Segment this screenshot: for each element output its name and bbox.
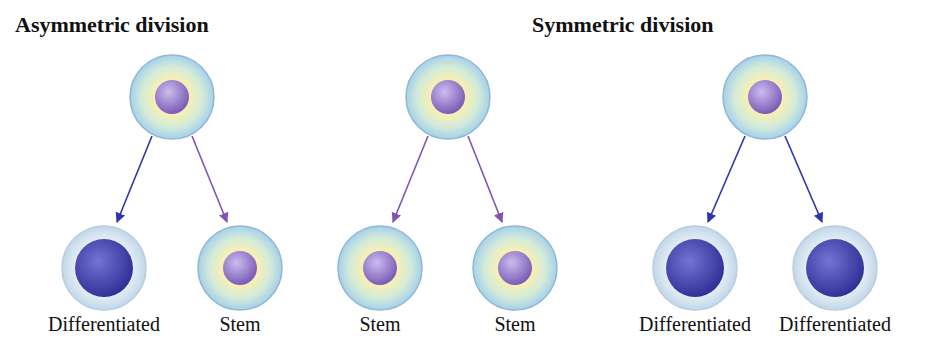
division-arrow [785, 136, 822, 222]
cell-label: Stem [471, 313, 559, 336]
parent-cell [406, 55, 490, 139]
cell-label: Differentiated [775, 313, 895, 336]
cell-label: Differentiated [635, 313, 755, 336]
division-arrow [192, 136, 227, 222]
parent-cell [723, 55, 807, 139]
cell-label: Differentiated [44, 313, 164, 336]
cell-outline [196, 224, 284, 312]
cell-outline [471, 224, 559, 312]
division-arrow [468, 136, 502, 222]
stem-cell: Stem [336, 224, 424, 336]
cell-outline [651, 224, 739, 312]
cell-label: Stem [336, 313, 424, 336]
differentiated-cell: Differentiated [44, 224, 164, 336]
differentiated-cell: Differentiated [635, 224, 755, 336]
division-arrow [393, 136, 428, 222]
group-heading: Asymmetric division [15, 12, 209, 38]
cell-outline [791, 224, 879, 312]
group-heading: Symmetric division [532, 12, 714, 38]
division-arrow [708, 136, 745, 222]
stem-cell: Stem [471, 224, 559, 336]
stem-cell: Stem [196, 224, 284, 336]
division-arrow [117, 136, 152, 222]
cell-outline [336, 224, 424, 312]
differentiated-cell: Differentiated [775, 224, 895, 336]
parent-cell [130, 55, 214, 139]
cell-outline [60, 224, 148, 312]
cell-label: Stem [196, 313, 284, 336]
